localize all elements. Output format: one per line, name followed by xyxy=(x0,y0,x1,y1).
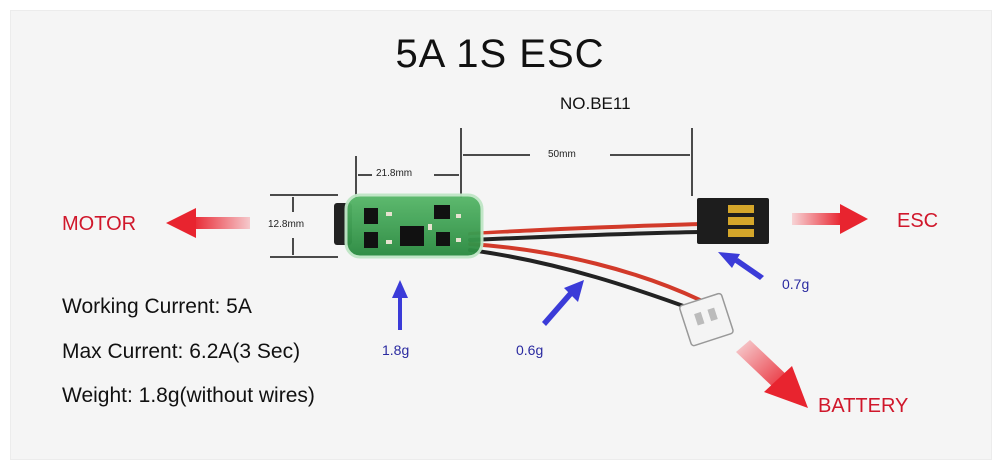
battery-arrow xyxy=(736,340,808,408)
height-dimension-lines xyxy=(270,194,338,258)
lead-dimension-lines xyxy=(463,128,693,196)
weight-arrow-wire xyxy=(542,280,584,326)
motor-label: MOTOR xyxy=(62,213,137,235)
wires xyxy=(468,222,702,314)
weight-arrow-plug xyxy=(718,252,764,280)
esc-label: ESC xyxy=(897,210,939,232)
width-dimension-lines xyxy=(355,128,462,198)
spec-weight: Weight: 1.8g(without wires) xyxy=(62,384,315,407)
lead-dimension-label: 50mm xyxy=(548,149,576,160)
battery-label: BATTERY xyxy=(818,395,909,417)
spec-max-current: Max Current: 6.2A(3 Sec) xyxy=(62,340,301,363)
model-number: NO.BE11 xyxy=(560,94,631,113)
height-dimension-label: 12.8mm xyxy=(268,219,305,230)
spec-working-current: Working Current: 5A xyxy=(62,295,252,318)
battery-connector xyxy=(679,292,734,347)
servo-connector-pins xyxy=(728,205,754,237)
width-dimension-label: 21.8mm xyxy=(376,168,413,179)
pcb-smd-parts xyxy=(386,212,461,244)
plug-weight-label: 0.7g xyxy=(782,276,810,292)
page-title: 5A 1S ESC xyxy=(395,32,605,76)
esc-arrow xyxy=(792,204,868,234)
wire-weight-label: 0.6g xyxy=(516,342,544,358)
pcb-components xyxy=(364,205,450,248)
motor-arrow xyxy=(166,208,250,238)
weight-arrow-board xyxy=(392,280,408,330)
board-weight-label: 1.8g xyxy=(382,342,410,358)
